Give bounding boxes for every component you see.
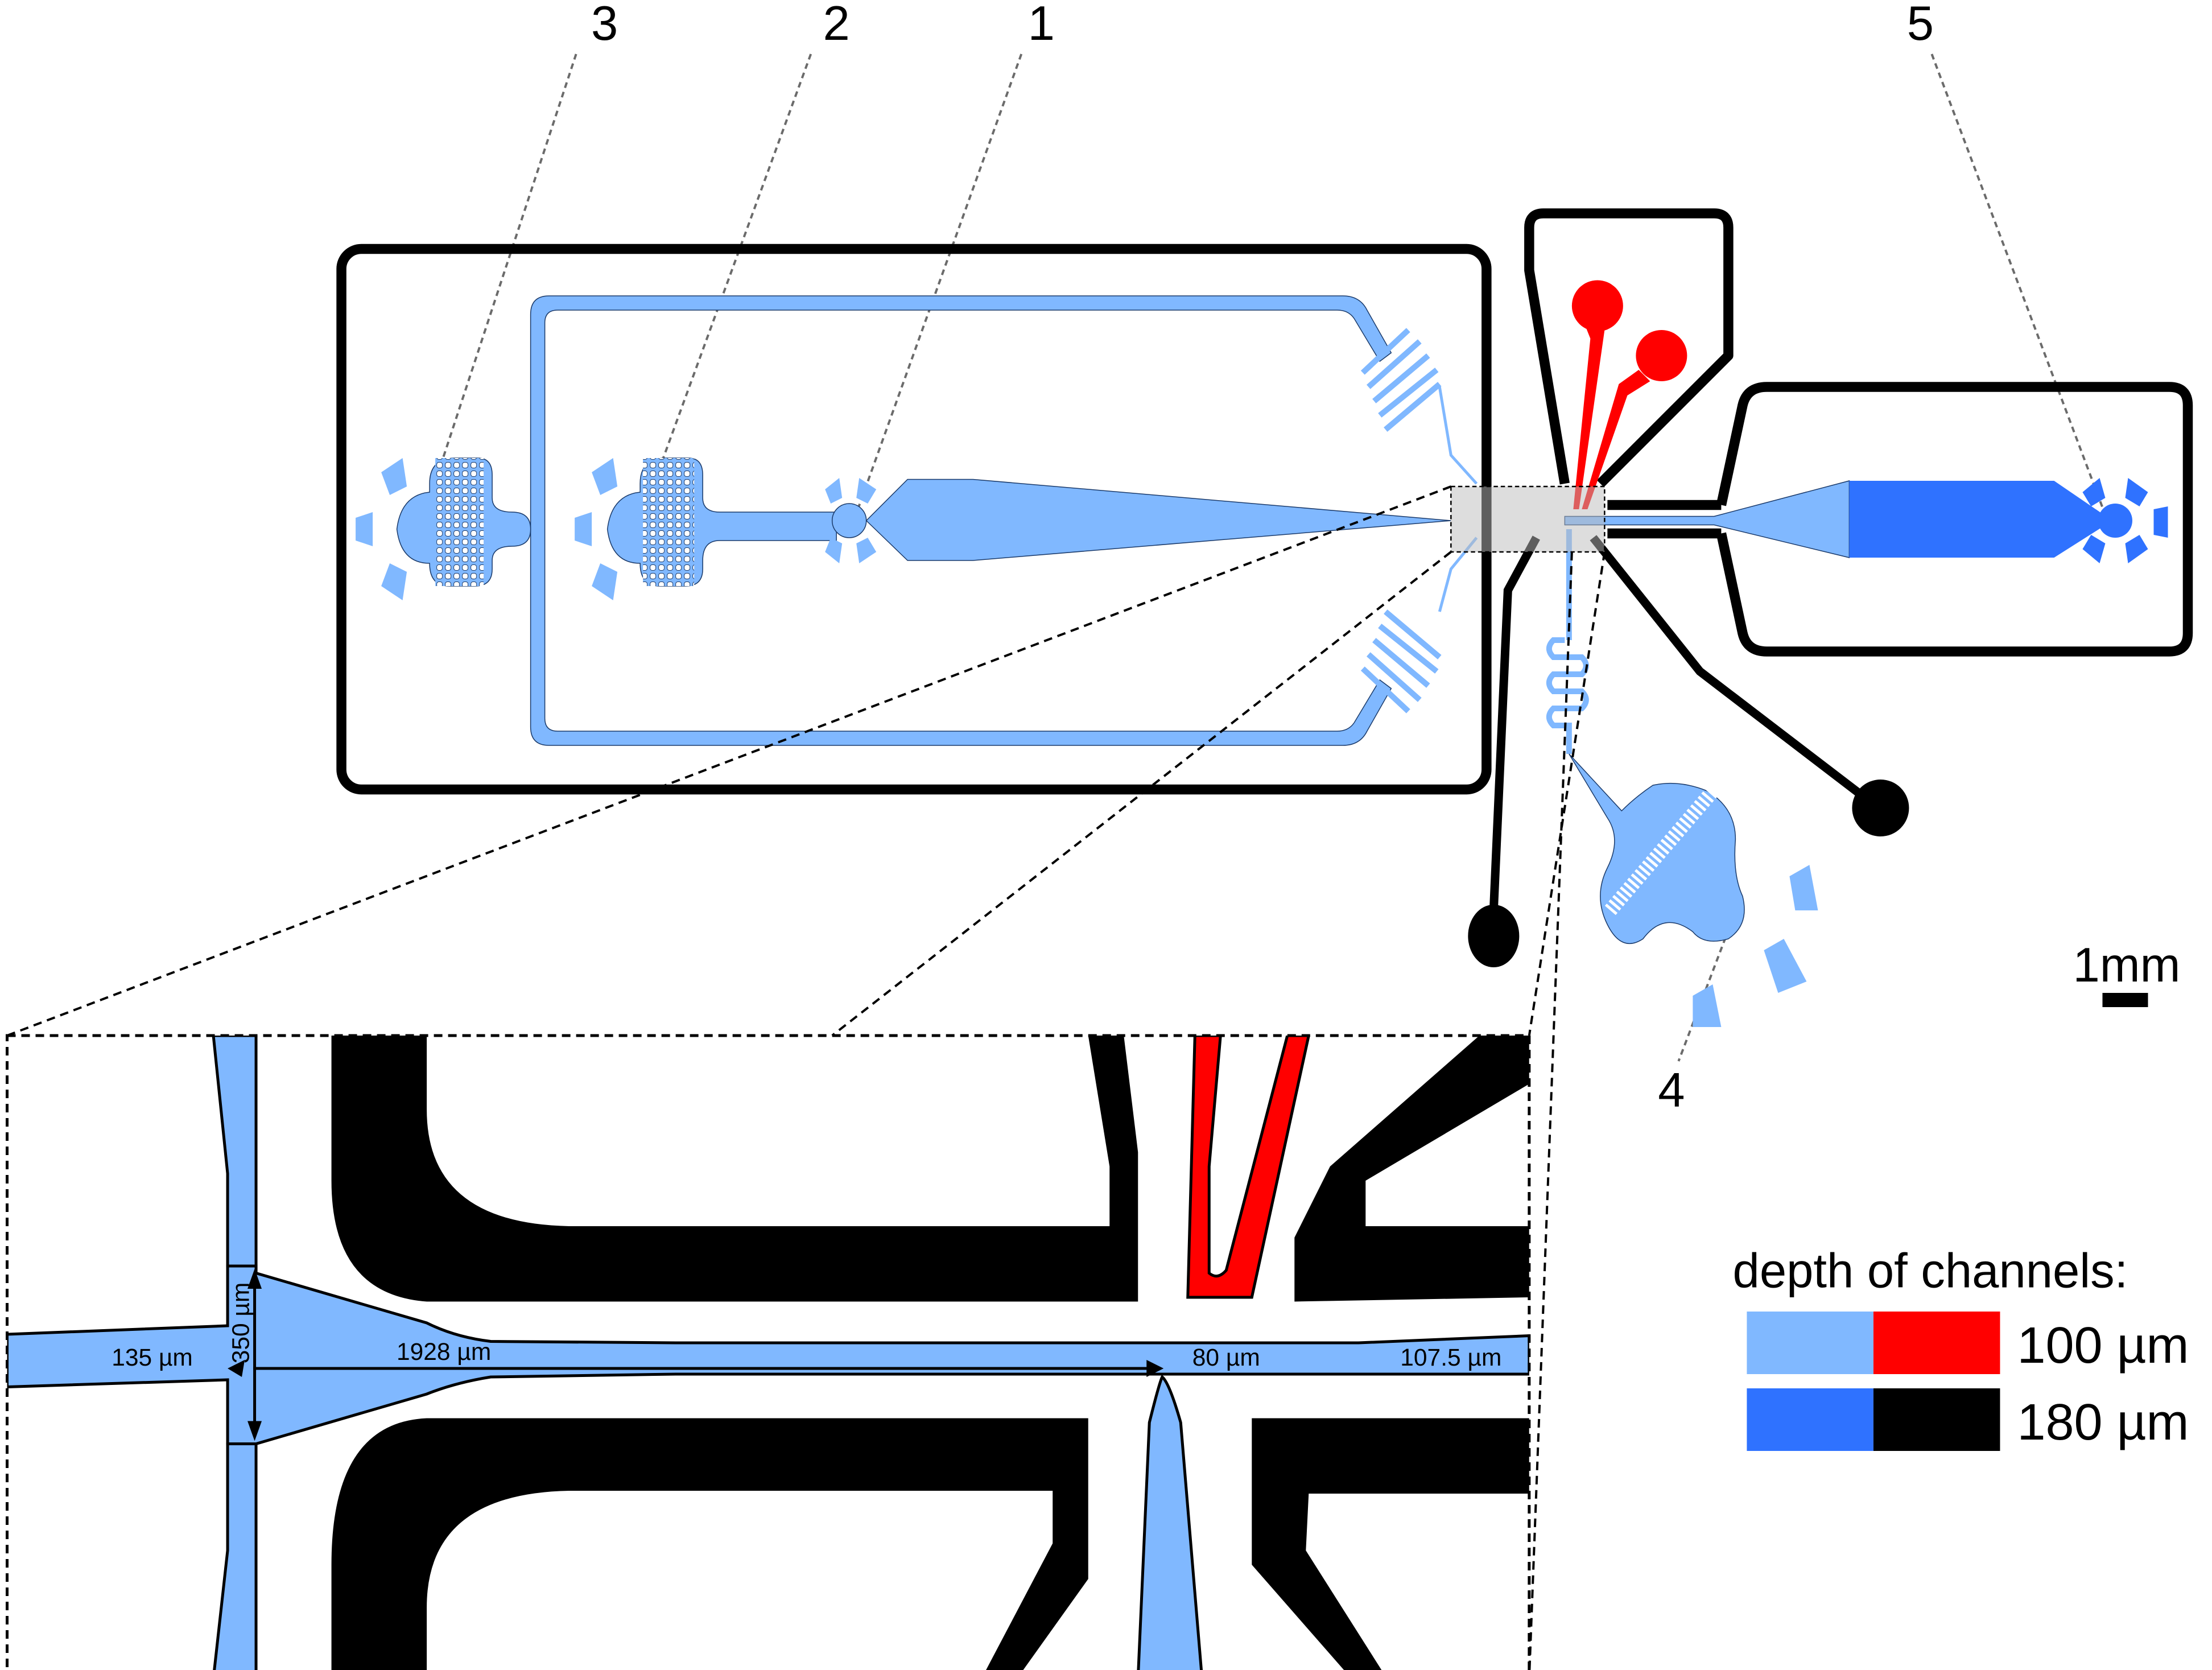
filter-4-pillars <box>1604 785 1720 916</box>
inset-black-upper-left <box>331 1036 1138 1302</box>
dim-arrowhead-up <box>247 1269 262 1289</box>
zoom-connector-2 <box>831 551 1452 1037</box>
callout-3-label: 3 <box>591 0 618 51</box>
filter-2-pillars <box>643 458 695 586</box>
inlet-1-port <box>831 503 867 538</box>
legend-label-180: 180 µm <box>2017 1394 2189 1451</box>
dim-label-taper-length: 1928 µm <box>397 1339 491 1366</box>
scale-bar: 1mm <box>2073 938 2181 1007</box>
outlet-5-ring <box>2082 478 2168 563</box>
callout-3: 3 <box>418 0 618 530</box>
inset-black-lower-right <box>1252 1418 1529 1670</box>
callout-2: 2 <box>636 0 850 530</box>
black-channel-right <box>1590 535 1866 800</box>
dim-arrowhead-right <box>1146 1360 1164 1377</box>
inset-black-lower-left <box>331 1418 1088 1670</box>
dim-label-inlet-width: 135 µm <box>112 1345 193 1371</box>
filter-2 <box>575 457 837 600</box>
filter-3-pillars <box>435 458 484 586</box>
serpentine-lower <box>1546 637 1589 754</box>
serpentine-bottom <box>1360 537 1478 714</box>
taper-channel <box>865 479 1451 561</box>
outlet-taper <box>1564 480 1850 558</box>
dim-arrowhead-left <box>228 1360 245 1377</box>
inlet-1-ring <box>825 478 877 563</box>
red-inlet-2 <box>1636 330 1687 381</box>
red-inlet-1 <box>1571 280 1623 332</box>
outlet-5 <box>1564 478 2168 563</box>
outlet-chamber-outline <box>1716 382 2193 657</box>
black-inlet-right <box>1852 780 1909 836</box>
red-channel-2 <box>1582 370 1650 509</box>
callout-4-label: 4 <box>1658 1063 1685 1118</box>
callout-1-label: 1 <box>1028 0 1055 51</box>
zoom-connector-1 <box>6 485 1452 1037</box>
zoom-connector-4 <box>1528 551 1606 1036</box>
inset-black-upper-right <box>1294 1036 1529 1302</box>
filter-4 <box>1569 753 1818 1027</box>
legend-swatch-red <box>1873 1312 2000 1374</box>
filter-4-ring <box>1693 865 1818 1027</box>
callout-1-leader <box>849 53 1023 530</box>
black-inlet-left <box>1468 905 1520 967</box>
dim-label-junction-height: 350 µm <box>228 1283 255 1364</box>
callout-1: 1 <box>849 0 1055 530</box>
callout-4-leader <box>1677 918 1734 1062</box>
callout-5-leader <box>1930 53 2107 516</box>
red-inlets <box>1571 280 1687 509</box>
dim-label-outlet-width: 107.5 µm <box>1400 1345 1501 1371</box>
inset-zoom: 135 µm 1928 µm 80 µm 107.5 µm 350 µm <box>6 1034 1531 1670</box>
callout-5-label: 5 <box>1907 0 1934 51</box>
scale-bar-line <box>2102 993 2148 1007</box>
scale-bar-label: 1mm <box>2073 938 2181 992</box>
bypass-loop-channel <box>530 295 1392 746</box>
red-inlet-chamber-outline <box>1524 208 1734 488</box>
filter-2-ports <box>575 458 618 600</box>
red-channel-1 <box>1573 324 1611 509</box>
callout-4: 4 <box>1658 918 1734 1118</box>
inset-frame <box>6 1034 1531 1670</box>
outlet-5-port <box>2098 504 2132 538</box>
legend: depth of channels: 100 µm 180 µm <box>1733 1244 2189 1451</box>
filter-2-body <box>606 457 837 587</box>
legend-swatch-black <box>1873 1388 2000 1451</box>
callout-2-leader <box>636 53 812 530</box>
inset-lower-inlet-channel <box>1137 1375 1203 1670</box>
legend-title: depth of channels: <box>1733 1244 2128 1298</box>
filter-3 <box>356 457 531 600</box>
filter-3-ports <box>356 458 407 600</box>
legend-label-100: 100 µm <box>2017 1317 2189 1374</box>
inset-main-channel <box>7 1264 1529 1445</box>
filter-4-body <box>1569 753 1745 944</box>
serpentine-top <box>1360 328 1478 485</box>
legend-swatch-light-blue <box>1747 1312 1873 1374</box>
callout-3-leader <box>418 53 577 530</box>
outlet-wide-channel <box>1849 481 2112 558</box>
zoom-connector-3 <box>1528 551 1573 1670</box>
inset-red-channel <box>1186 1036 1310 1299</box>
black-channel-left <box>1489 535 1540 911</box>
zoom-source-region <box>1450 485 1606 553</box>
legend-swatch-dark-blue <box>1747 1388 1873 1451</box>
callout-2-label: 2 <box>823 0 850 51</box>
dim-label-constriction-width: 80 µm <box>1192 1345 1260 1371</box>
inlet-1 <box>825 478 1451 563</box>
dim-arrowhead-down <box>247 1421 262 1441</box>
callout-5: 5 <box>1907 0 2107 516</box>
